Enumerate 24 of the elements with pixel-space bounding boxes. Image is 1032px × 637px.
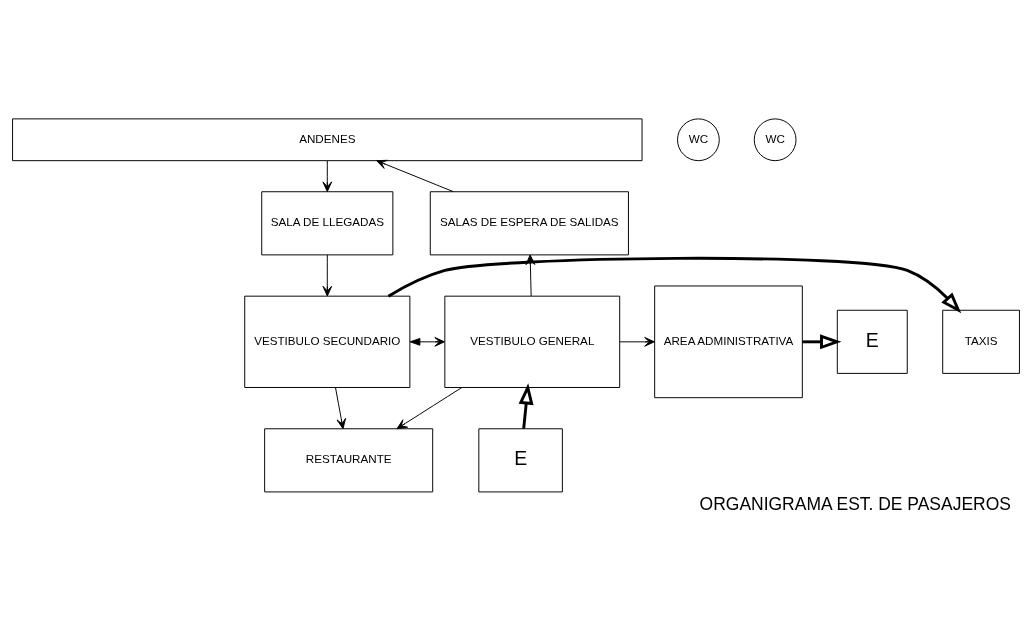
node-box: SALA DE LLEGADAS (261, 190, 394, 255)
arrow (802, 333, 842, 349)
node-box: SALAS DE ESPERA DE SALIDAS (429, 190, 629, 255)
node-box: AREA ADMINISTRATIVA (654, 285, 803, 398)
arrow (396, 386, 463, 429)
node-box: VESTIBULO SECUNDARIO (244, 295, 411, 388)
node-box: E (478, 427, 563, 492)
arrow (518, 382, 534, 429)
node-box: TAXIS (942, 309, 1020, 374)
arrow (409, 336, 445, 347)
node-box: ANDENES (12, 117, 643, 161)
node-circle: WC (677, 117, 720, 161)
arrow (376, 159, 454, 192)
node-box: E (836, 309, 908, 374)
diagram-title: ORGANIGRAMA EST. DE PASAJEROS (699, 493, 1011, 514)
node-box: VESTIBULO GENERAL (444, 295, 621, 388)
arrow (322, 159, 333, 192)
arrow (387, 256, 962, 313)
arrow (322, 253, 333, 296)
arrow (619, 336, 655, 347)
arrow (335, 386, 347, 429)
node-circle: WC (753, 117, 797, 161)
arrow (525, 253, 536, 296)
node-box: RESTAURANTE (264, 427, 434, 492)
